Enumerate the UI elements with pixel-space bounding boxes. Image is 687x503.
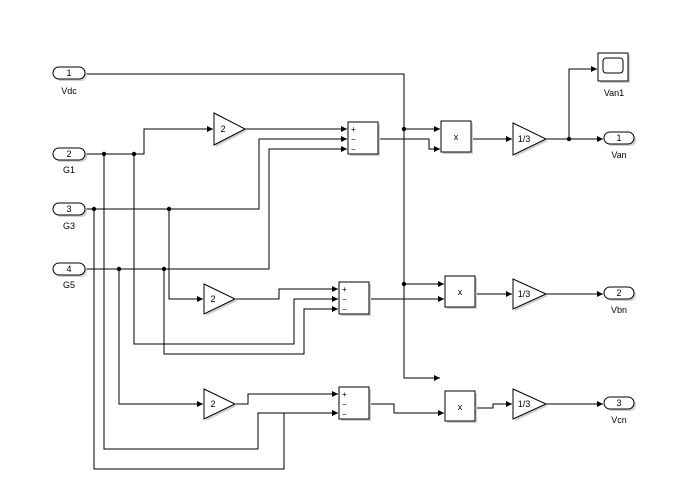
scope-label: Van1	[604, 88, 624, 98]
sum-sign-minus: −	[342, 295, 347, 304]
outport-vbn[interactable]: 2 Vbn	[603, 286, 636, 315]
gain-block-third-c[interactable]: 1/3	[512, 388, 548, 421]
scope-screen-icon	[602, 57, 624, 74]
inport-g3[interactable]: 3 G3	[52, 202, 87, 231]
gain-block-third-a[interactable]: 1/3	[512, 122, 548, 157]
outport-label: Van	[611, 150, 626, 160]
inport-number: 3	[66, 204, 71, 214]
gain-value: 2	[210, 399, 215, 409]
inport-label: G5	[63, 280, 75, 290]
inport-g1[interactable]: 2 G1	[52, 147, 87, 175]
gain-value: 1/3	[518, 289, 531, 299]
sum-sign-minus: −	[342, 305, 347, 314]
sum-sign-plus: +	[351, 125, 356, 134]
product-block-a[interactable]: x	[440, 120, 473, 154]
gain-value: 1/3	[518, 399, 531, 409]
gain-block-third-b[interactable]: 1/3	[512, 278, 548, 311]
product-label: x	[454, 132, 459, 142]
gain-value: 2	[220, 124, 225, 134]
outport-number: 2	[616, 288, 621, 298]
product-label: x	[458, 402, 463, 412]
outport-number: 3	[616, 398, 621, 408]
sum-block-a[interactable]: + − −	[347, 121, 380, 156]
scope-block[interactable]: Van1	[597, 52, 630, 98]
outport-van[interactable]: 1 Van	[603, 131, 636, 160]
inport-label: Vdc	[61, 86, 77, 96]
gain-block-2-c[interactable]: 2	[203, 388, 237, 421]
outport-number: 1	[616, 133, 621, 143]
inport-number: 4	[66, 264, 71, 274]
outport-label: Vbn	[611, 305, 627, 315]
product-label: x	[458, 287, 463, 297]
signal-lines	[85, 66, 603, 470]
inport-number: 2	[66, 149, 71, 159]
outport-label: Vcn	[611, 415, 627, 425]
sum-sign-plus: +	[342, 285, 347, 294]
product-block-c[interactable]: x	[444, 390, 477, 423]
gain-block-2-b[interactable]: 2	[203, 283, 237, 316]
sum-sign-minus: −	[351, 145, 356, 154]
outport-vcn[interactable]: 3 Vcn	[603, 396, 636, 425]
inport-label: G3	[63, 221, 75, 231]
inport-g5[interactable]: 4 G5	[52, 262, 87, 290]
sum-sign-minus: −	[351, 135, 356, 144]
sum-sign-plus: +	[342, 390, 347, 399]
sum-sign-minus: −	[342, 410, 347, 419]
inport-number: 1	[66, 68, 71, 78]
gain-value: 1/3	[518, 134, 531, 144]
product-block-b[interactable]: x	[444, 275, 477, 309]
inport-vdc[interactable]: 1 Vdc	[52, 66, 87, 96]
gain-value: 2	[210, 294, 215, 304]
sum-sign-minus: −	[342, 400, 347, 409]
gain-block-2-a[interactable]: 2	[213, 112, 247, 147]
inport-label: G1	[63, 165, 75, 175]
sum-block-c[interactable]: + − −	[338, 386, 371, 421]
sum-block-b[interactable]: + − −	[338, 281, 371, 316]
